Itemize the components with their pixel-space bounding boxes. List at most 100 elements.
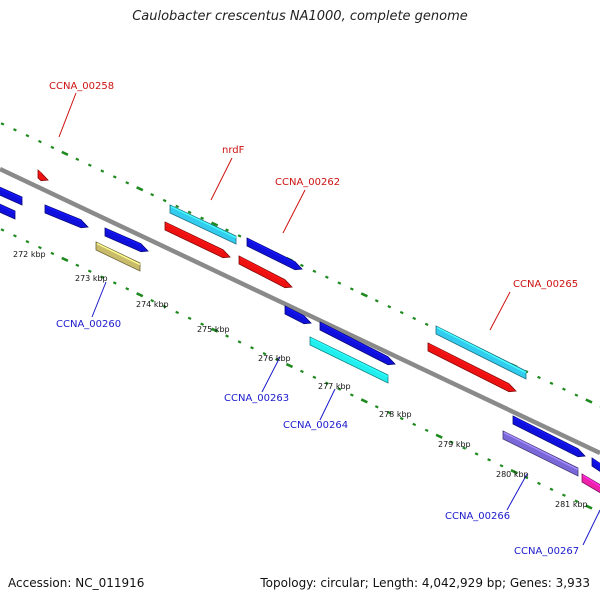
callout-line — [582, 509, 600, 546]
gene-highlight — [38, 171, 42, 175]
tick-mark — [399, 416, 404, 421]
kbp-label: 275 kbp — [197, 325, 230, 334]
tick-mark — [435, 433, 443, 439]
tick-mark — [37, 245, 42, 250]
gene-features — [0, 169, 600, 494]
tick-mark — [61, 256, 69, 263]
tick-mark — [462, 446, 467, 450]
gene-highlight — [310, 337, 389, 378]
tick-mark — [37, 139, 42, 144]
tick-mark — [250, 346, 254, 350]
tick-mark — [412, 422, 417, 427]
gene-label-top: CCNA_00265 — [513, 279, 578, 290]
tick-mark — [262, 352, 267, 356]
gene-label-bottom: CCNA_00264 — [283, 420, 348, 431]
tick-mark — [337, 281, 342, 285]
tick-mark — [87, 269, 92, 273]
callout-line — [319, 388, 336, 421]
kbp-label: 274 kbp — [136, 300, 169, 309]
tick-mark — [237, 234, 242, 238]
tick-mark — [412, 316, 417, 321]
tick-mark — [574, 499, 579, 503]
map-title: Caulobacter crescentus NA1000, complete … — [132, 9, 468, 24]
tick-mark — [50, 251, 55, 256]
tick-mark — [0, 228, 5, 232]
tick-mark — [374, 405, 379, 409]
gene-feature — [169, 204, 237, 245]
tick-mark — [175, 204, 180, 209]
tick-mark — [585, 398, 593, 404]
callout-line — [91, 281, 107, 318]
gene-highlight — [428, 343, 510, 386]
tick-mark — [562, 387, 566, 391]
tick-mark — [424, 428, 429, 433]
tick-mark — [162, 304, 167, 309]
tick-mark — [562, 493, 566, 497]
tick-mark — [387, 305, 392, 309]
gene-highlight — [285, 306, 305, 318]
tick-mark — [162, 198, 167, 203]
tick-mark — [112, 175, 117, 179]
tick-mark — [25, 240, 30, 244]
tick-mark — [449, 440, 454, 444]
tick-mark — [585, 504, 593, 510]
tick-mark — [13, 128, 17, 132]
tick-mark — [360, 398, 368, 404]
tick-mark — [50, 145, 55, 150]
callout-line — [261, 356, 281, 393]
tick-mark — [150, 298, 155, 303]
gene-feature — [435, 325, 527, 380]
gene-feature — [309, 336, 389, 384]
gene-highlight — [592, 458, 600, 466]
tick-mark — [187, 210, 192, 215]
callout-line — [282, 189, 306, 234]
tick-mark — [187, 316, 192, 321]
gene-highlight — [0, 187, 23, 200]
gene-feature — [0, 203, 16, 220]
tick-mark — [25, 134, 30, 138]
tick-mark — [200, 216, 205, 220]
gene-label-top: CCNA_00262 — [275, 177, 340, 188]
kbp-label: 278 kbp — [379, 410, 412, 419]
gene-callouts: CCNA_00258nrdFCCNA_00262CCNA_00265CCNA_0… — [49, 81, 600, 557]
tick-mark — [549, 487, 554, 492]
gene-feature — [95, 241, 141, 272]
gene-highlight — [105, 228, 142, 246]
gene-highlight — [582, 474, 600, 487]
tick-mark — [225, 228, 229, 232]
gene-highlight — [247, 238, 296, 264]
gene-highlight — [513, 416, 579, 451]
tick-mark — [13, 234, 17, 238]
gene-highlight — [45, 205, 82, 222]
tick-mark — [87, 163, 92, 167]
tick-mark — [210, 327, 219, 333]
gene-highlight — [0, 204, 16, 214]
tick-mark — [61, 150, 69, 157]
kbp-label: 279 kbp — [438, 440, 471, 449]
tick-mark — [136, 292, 144, 298]
gene-feature — [581, 473, 600, 494]
tick-mark — [474, 452, 479, 456]
gene-highlight — [320, 322, 389, 359]
tick-mark — [424, 322, 429, 327]
tick-mark — [75, 263, 80, 267]
gene-label-bottom: CCNA_00263 — [224, 393, 289, 404]
tick-mark — [360, 292, 368, 298]
tick-mark — [387, 411, 392, 415]
tick-mark — [75, 157, 80, 161]
tick-mark — [175, 310, 180, 315]
tick-mark — [324, 275, 329, 279]
kbp-label: 276 kbp — [258, 354, 291, 363]
gene-feature — [591, 457, 600, 472]
tick-mark — [574, 393, 579, 397]
gene-highlight — [170, 205, 237, 239]
tick-mark — [510, 469, 518, 475]
tick-mark — [549, 381, 554, 386]
tick-mark — [312, 269, 317, 273]
tick-mark — [150, 192, 155, 197]
tick-mark — [100, 169, 105, 173]
tick-mark — [136, 186, 144, 192]
genome-summary-text: Topology: circular; Length: 4,042,929 bp… — [260, 576, 590, 590]
tick-mark — [324, 381, 329, 385]
